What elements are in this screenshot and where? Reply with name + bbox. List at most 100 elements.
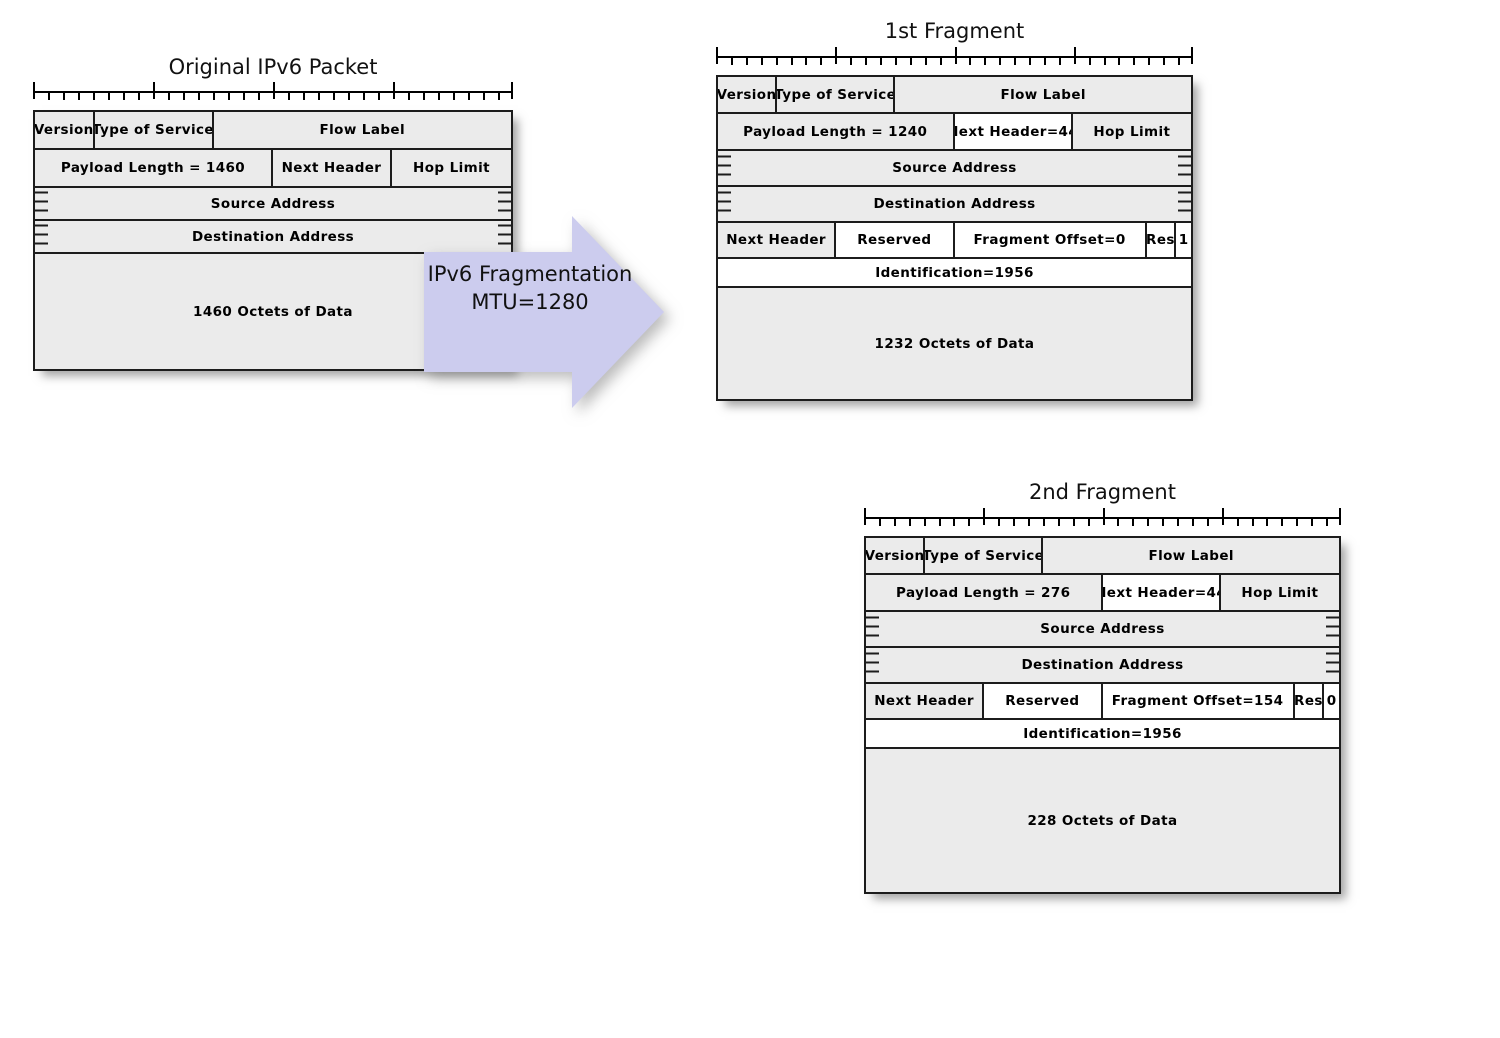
ruler-tick xyxy=(78,91,80,100)
ruler-tick xyxy=(63,91,65,100)
ruler-tick xyxy=(1014,56,1017,65)
ruler-tick xyxy=(1103,56,1106,65)
ruler-tick xyxy=(893,517,896,526)
field-cell: Next Header xyxy=(718,223,837,257)
ruler-tick xyxy=(93,91,95,100)
ruler-tick xyxy=(998,517,1001,526)
ruler-tick xyxy=(968,517,971,526)
ruler-tick xyxy=(730,56,733,65)
ruler-tick xyxy=(393,82,395,99)
ruler-tick xyxy=(938,517,941,526)
ruler-tick xyxy=(820,56,823,65)
field-cell: Version xyxy=(718,77,778,112)
page-title-original: Original IPv6 Packet xyxy=(168,55,378,79)
ruler-tick xyxy=(1191,47,1193,64)
ruler-tick xyxy=(333,91,335,100)
ruler-tick xyxy=(745,56,748,65)
ruler-tick xyxy=(1073,47,1076,64)
ruler-tick xyxy=(1117,517,1120,526)
ruler-tick xyxy=(1163,56,1166,65)
destination-address-row: Destination Address xyxy=(718,187,1191,223)
ruler-tick xyxy=(198,91,200,100)
ruler-tick xyxy=(1326,517,1329,526)
field-cell: 0 xyxy=(1324,684,1339,718)
field-cell: Fragment Offset=0 xyxy=(954,223,1147,257)
ruler-tick xyxy=(924,56,927,65)
ruler-tick xyxy=(1236,517,1239,526)
ruler-tick xyxy=(258,91,260,100)
field-cell: Version xyxy=(35,112,95,148)
source-address-row: Source Address xyxy=(718,151,1191,187)
ruler-tick xyxy=(1339,508,1341,525)
ruler-tick xyxy=(33,82,35,99)
ruler-tick xyxy=(1058,56,1061,65)
ruler-tick xyxy=(511,82,513,99)
ruler-tick xyxy=(1251,517,1254,526)
field-cell: Reserved xyxy=(836,223,955,257)
ruler-tick xyxy=(1177,517,1180,526)
ruler-tick xyxy=(138,91,140,100)
ruler-tick xyxy=(468,91,470,100)
ruler-tick xyxy=(318,91,320,100)
ruler-tick xyxy=(228,91,230,100)
ruler-tick xyxy=(1013,517,1016,526)
ruler-tick xyxy=(48,91,50,100)
field-cell: Type of Service xyxy=(777,77,896,112)
ruler-tick xyxy=(483,91,485,100)
ruler-tick xyxy=(909,56,912,65)
ruler-tick xyxy=(1147,517,1150,526)
source-address-row: Source Address xyxy=(866,612,1339,648)
source-address-row: Source Address xyxy=(35,188,511,221)
ruler-tick xyxy=(273,82,275,99)
field-cell: Hop Limit xyxy=(392,150,511,186)
field-cell: Source Address xyxy=(35,188,511,219)
ruler-tick xyxy=(983,508,986,525)
ruler-tick xyxy=(1148,56,1151,65)
field-cell: Identification=1956 xyxy=(866,720,1339,747)
ruler-tick xyxy=(1266,517,1269,526)
field-cell: Res xyxy=(1146,223,1177,257)
bit-ruler-original xyxy=(33,82,513,108)
ruler-tick xyxy=(1162,517,1165,526)
ruler-tick xyxy=(243,91,245,100)
ruler-tick xyxy=(716,47,718,64)
identification-row: Identification=1956 xyxy=(866,720,1339,749)
identification-row: Identification=1956 xyxy=(718,259,1191,288)
ruler-tick xyxy=(1102,508,1105,525)
field-cell: Flow Label xyxy=(213,112,511,148)
field-cell: Reserved xyxy=(984,684,1103,718)
field-cell: Res xyxy=(1294,684,1325,718)
ruler-tick xyxy=(213,91,215,100)
field-cell: Payload Length = 276 xyxy=(866,575,1103,610)
ruler-tick xyxy=(1087,517,1090,526)
ruler-tick xyxy=(1178,56,1181,65)
field-cell: 1 xyxy=(1176,223,1191,257)
page-title-fragment1: 1st Fragment xyxy=(884,19,1025,43)
ruler-tick xyxy=(1029,56,1032,65)
field-cell: Hop Limit xyxy=(1072,114,1191,149)
ruler-tick xyxy=(363,91,365,100)
ruler-tick xyxy=(1027,517,1030,526)
ruler-tick xyxy=(953,517,956,526)
ruler-tick xyxy=(850,56,853,65)
field-cell: Flow Label xyxy=(1043,538,1339,573)
ruler-tick xyxy=(1281,517,1284,526)
field-cell: Identification=1956 xyxy=(718,259,1191,286)
ruler-tick xyxy=(303,91,305,100)
ruler-tick xyxy=(1311,517,1314,526)
ruler-tick xyxy=(153,82,155,99)
ruler-tick xyxy=(894,56,897,65)
field-cell: Hop Limit xyxy=(1220,575,1339,610)
field-cell: Destination Address xyxy=(718,187,1191,221)
page-title-fragment2: 2nd Fragment xyxy=(1029,480,1176,504)
ruler-tick xyxy=(879,56,882,65)
destination-address-row: Destination Address xyxy=(35,221,511,254)
